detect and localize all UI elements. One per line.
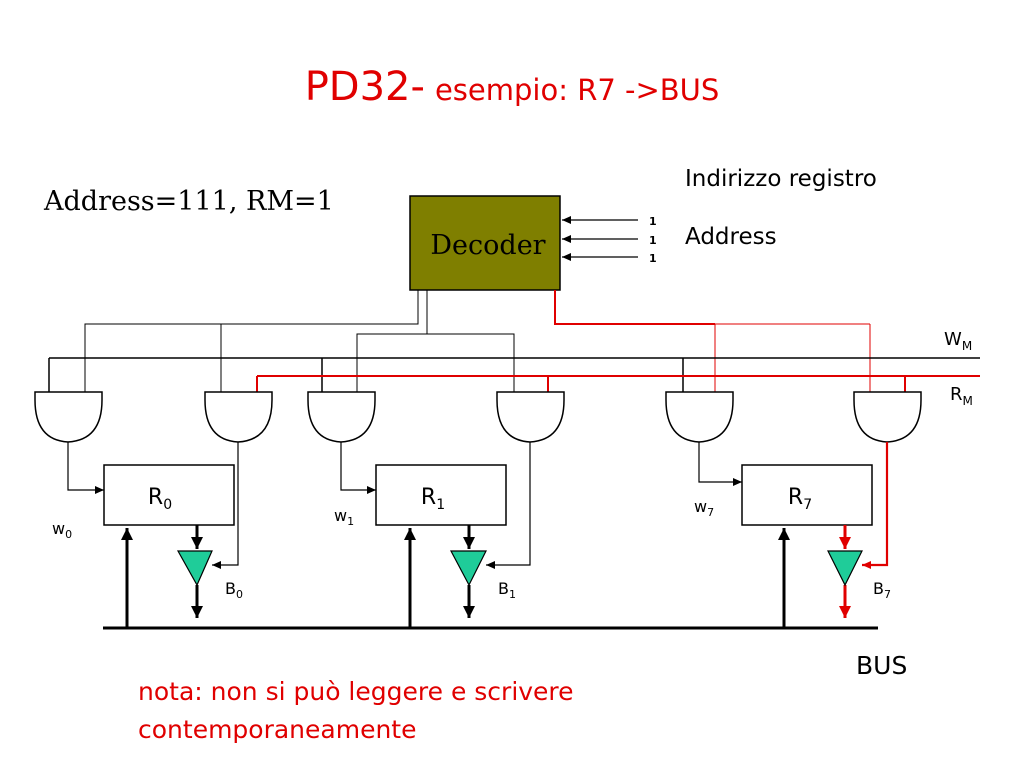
register-address-title: Indirizzo registro	[685, 166, 877, 192]
write-label-w1: w1	[334, 506, 354, 528]
write-label-w0: w0	[52, 519, 72, 541]
address-inputs: 1 1 1	[562, 215, 657, 265]
note-line-2: contemporaneamente	[138, 715, 417, 744]
and-gate-b0	[204, 391, 273, 443]
bus-to-register-lines	[121, 528, 790, 628]
register-r7	[741, 464, 873, 526]
register-address-label: Address	[685, 224, 777, 250]
registers	[103, 464, 873, 526]
title-sub: esempio: R7 ->BUS	[435, 73, 719, 107]
and-gate-b1	[496, 391, 565, 443]
address-info: Address=111, RM=1	[43, 186, 334, 217]
address-bit-2: 1	[649, 215, 657, 228]
buffer-b0	[176, 550, 213, 587]
wm-label: WM	[944, 329, 972, 353]
and-gate-w0	[34, 391, 103, 443]
register-r1	[375, 464, 507, 526]
decoder-box	[409, 195, 561, 291]
and-gate-w1	[307, 391, 376, 443]
register-r1-label: R1	[421, 485, 445, 513]
bus-label: BUS	[856, 651, 907, 680]
register-r0	[103, 464, 235, 526]
rm-line	[256, 375, 980, 392]
address-bit-0: 1	[649, 252, 657, 265]
decoder-label: Decoder	[430, 230, 545, 261]
buffer-label-b7: B7	[873, 579, 891, 601]
write-label-w7: w7	[694, 497, 714, 519]
buffers	[176, 550, 863, 587]
register-r7-label: R7	[788, 485, 812, 513]
and-gate-b7	[853, 391, 922, 443]
write-control-lines	[67, 442, 742, 494]
buffer-label-b0: B0	[225, 579, 243, 601]
and-gates	[34, 391, 922, 443]
title-main: PD32-	[305, 64, 425, 110]
and-gate-w7	[665, 391, 734, 443]
note-line-1: nota: non si può leggere e scrivere	[138, 677, 574, 706]
register-r0-label: R0	[148, 485, 172, 513]
buffer-b1	[450, 550, 487, 587]
slide-title: PD32- esempio: R7 ->BUS	[305, 64, 720, 110]
rm-label: RM	[950, 384, 973, 408]
address-bit-1: 1	[649, 234, 657, 247]
buffer-b7	[827, 550, 863, 587]
buffer-enable-lines	[212, 442, 889, 569]
buffer-label-b1: B1	[498, 579, 516, 601]
